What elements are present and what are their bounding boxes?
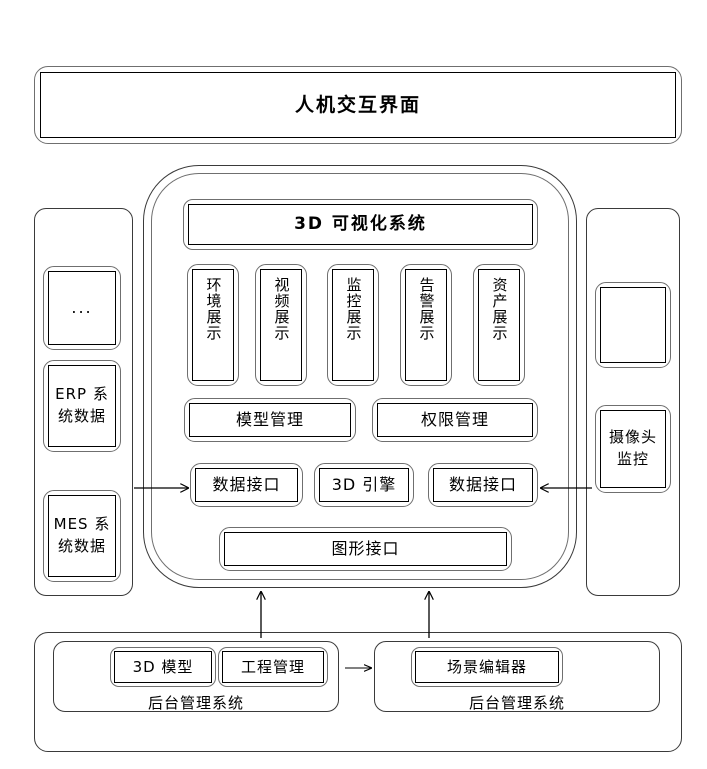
display-module-alarm[interactable]: 告警展示 [400, 264, 452, 386]
graphics-interface[interactable]: 图形接口 [219, 527, 512, 571]
data-interface-left[interactable]: 数据接口 [190, 463, 303, 507]
backend-node-project-management-label: 工程管理 [240, 657, 305, 676]
hmi-layer-title: 人机交互界面 [294, 94, 421, 116]
backend-node-3d-model[interactable]: 3D 模型 [110, 647, 216, 687]
display-module-environment[interactable]: 环境展示 [187, 264, 239, 386]
management-model[interactable]: 模型管理 [184, 398, 356, 442]
right-panel-item-camera[interactable]: 摄像头 监控 [595, 405, 671, 493]
management-model-label: 模型管理 [235, 410, 304, 429]
right-panel-item-empty[interactable] [595, 282, 671, 368]
core-header-3d-visualization[interactable]: 3D 可视化系统 [183, 199, 538, 250]
backend-management-panel-1-caption: 后台管理系统 [53, 692, 339, 713]
display-module-video[interactable]: 视频展示 [255, 264, 307, 386]
backend-management-panel-2-caption-label: 后台管理系统 [468, 694, 565, 712]
backend-management-panel-1-caption-label: 后台管理系统 [147, 694, 244, 712]
backend-node-scene-editor-label: 场景编辑器 [446, 657, 527, 676]
data-interface-left-label: 数据接口 [212, 475, 281, 494]
display-module-asset[interactable]: 资产展示 [473, 264, 525, 386]
display-module-video-label: 视频展示 [272, 277, 291, 341]
right-panel-item-camera-label: 摄像头 监控 [608, 428, 657, 468]
management-permission[interactable]: 权限管理 [372, 398, 538, 442]
left-panel-item-erp-label: ERP 系 统数据 [55, 385, 109, 425]
display-module-asset-label: 资产展示 [490, 277, 509, 341]
backend-node-project-management[interactable]: 工程管理 [218, 647, 328, 687]
backend-node-3d-model-label: 3D 模型 [132, 657, 194, 676]
data-interface-right[interactable]: 数据接口 [428, 463, 538, 507]
display-module-monitoring-label: 监控展示 [344, 277, 363, 341]
left-panel-item-erp[interactable]: ERP 系 统数据 [43, 360, 121, 452]
display-module-monitoring[interactable]: 监控展示 [327, 264, 379, 386]
left-panel-item-mes[interactable]: MES 系 统数据 [43, 490, 121, 582]
management-permission-label: 权限管理 [420, 410, 489, 429]
left-panel-item-mes-label: MES 系 统数据 [53, 515, 111, 555]
engine-3d-label: 3D 引擎 [331, 475, 397, 494]
data-interface-right-label: 数据接口 [448, 475, 517, 494]
engine-3d[interactable]: 3D 引擎 [314, 463, 414, 507]
core-header-label: 3D 可视化系统 [294, 213, 427, 234]
graphics-interface-label: 图形接口 [331, 539, 400, 558]
right-devices-panel [586, 208, 680, 596]
left-panel-item-ellipsis[interactable]: ... [43, 266, 121, 350]
display-module-environment-label: 环境展示 [204, 277, 223, 341]
hmi-layer-outer: 人机交互界面 [34, 66, 682, 144]
backend-node-scene-editor[interactable]: 场景编辑器 [411, 647, 563, 687]
display-module-alarm-label: 告警展示 [417, 277, 436, 341]
hmi-layer-inner: 人机交互界面 [40, 72, 676, 138]
backend-management-panel-2-caption: 后台管理系统 [374, 692, 660, 713]
left-panel-item-ellipsis-label: ... [71, 298, 93, 317]
